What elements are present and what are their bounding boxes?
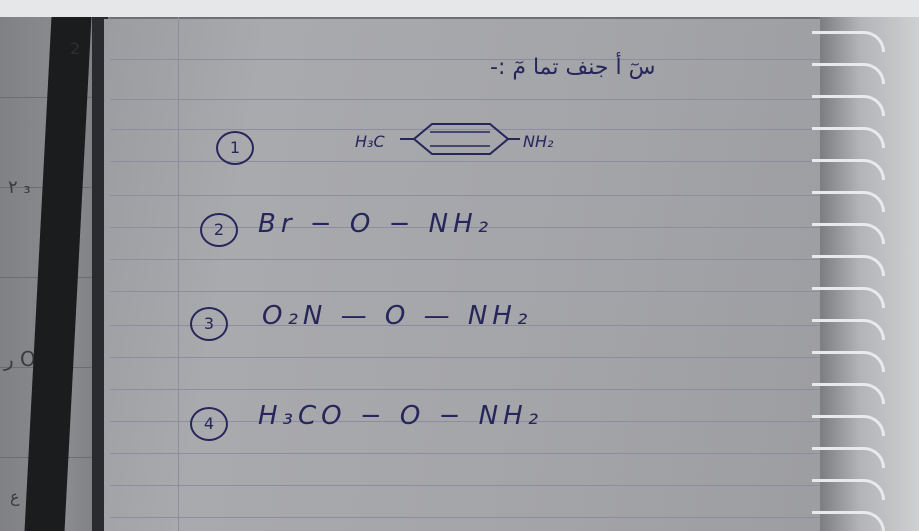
top-bar <box>0 0 919 17</box>
item-1-left-group: H₃C <box>355 132 385 151</box>
margin-fragment: ع <box>10 487 20 506</box>
item-1-right-group: NH₂ <box>523 132 554 151</box>
page-number: 2 <box>70 39 81 58</box>
item-number: 2 <box>200 213 238 247</box>
margin-fragment: ر O <box>4 347 36 371</box>
margin-line <box>178 17 179 531</box>
item-2-formula: Br − O − NH₂ <box>258 209 494 239</box>
paper-sheet <box>104 19 844 531</box>
item-4-formula: H₃CO − O − NH₂ <box>258 401 544 431</box>
item-number: 3 <box>190 307 228 341</box>
item-number: 4 <box>190 407 228 441</box>
item-3-formula: O₂N — O — NH₂ <box>262 301 533 331</box>
question-header: سٓ أ جنف تما مٓ :- <box>490 55 656 80</box>
item-number: 1 <box>216 131 254 165</box>
notebook-photo: ۲ ₃ ر O ع 2 سٓ أ جنف تما مٓ :- 1 H₃C <box>0 17 919 531</box>
margin-fragment: ۲ ₃ <box>8 177 31 198</box>
benzene-ring-icon <box>400 123 520 155</box>
